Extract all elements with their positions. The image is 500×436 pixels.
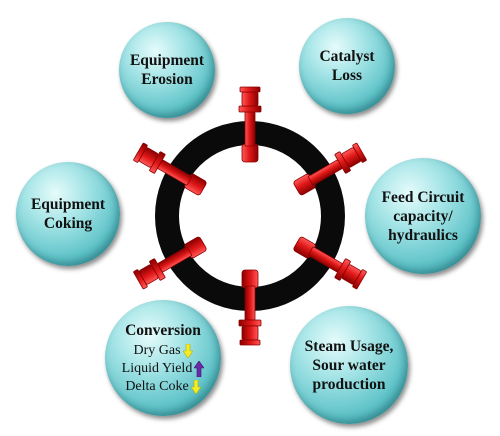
arrow-up-icon [194,360,205,377]
arrow-down-icon [182,343,193,358]
bubble-equipment-coking: Equipment Coking [16,162,120,266]
equipment-erosion-label: Equipment Erosion [129,52,205,88]
conversion-item-delta-coke: Delta Coke [122,378,205,396]
conversion-item-dry-gas: Dry Gas [122,342,205,360]
catalyst-loss-label: Catalyst Loss [319,48,375,84]
feed-nozzle [238,269,262,346]
feed-nozzle [133,236,207,290]
feed-nozzle [293,236,367,290]
feed-nozzle [293,142,367,196]
equipment-coking-label: Equipment Coking [30,196,106,232]
feed-nozzle [238,86,262,163]
conversion-list: Dry Gas Liquid Yield Delta Coke [122,342,205,396]
bubble-feed-circuit: Feed Circuit capacity/ hydraulics [365,158,481,274]
dry-gas-label: Dry Gas [133,342,181,358]
bubble-equipment-erosion: Equipment Erosion [119,22,215,118]
bubble-conversion: Conversion Dry Gas Liquid Yield Delta Co… [105,300,221,416]
bubble-catalyst-loss: Catalyst Loss [299,18,395,114]
conversion-item-liquid-yield: Liquid Yield [122,360,205,378]
bubble-steam-usage: Steam Usage, Sour water production [290,306,408,424]
steam-usage-label: Steam Usage, Sour water production [304,337,394,393]
conversion-title: Conversion [125,321,201,339]
feed-nozzle [133,142,207,196]
arrow-down-icon [190,379,201,394]
delta-coke-label: Delta Coke [125,378,189,394]
liquid-yield-label: Liquid Yield [121,360,193,376]
feed-circuit-label: Feed Circuit capacity/ hydraulics [381,188,465,244]
